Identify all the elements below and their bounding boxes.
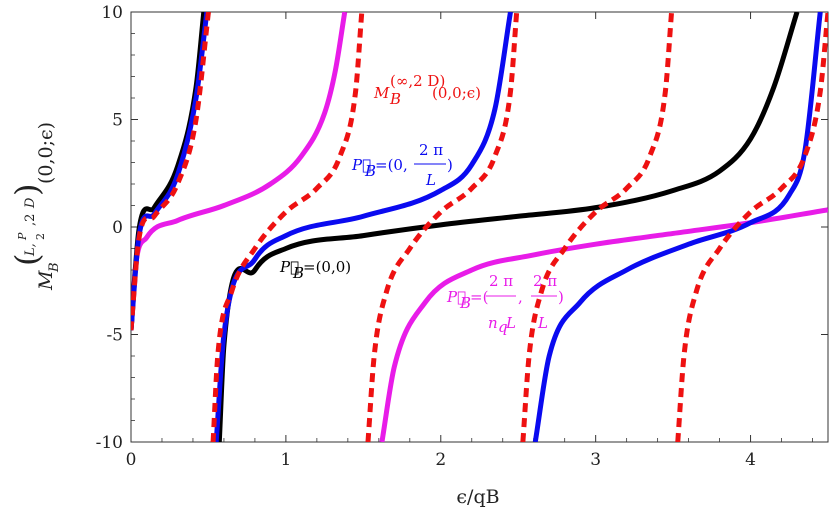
series-3-branch-4 (675, 12, 828, 442)
series-3-branch-0 (131, 12, 211, 331)
y-tick-label: -10 (96, 433, 123, 453)
x-axis-title: ϵ/qB (456, 486, 499, 508)
svg-text:P⃗: P⃗ (279, 258, 299, 276)
series-1-branch-0 (131, 12, 210, 331)
x-tick-label: 3 (590, 450, 601, 470)
svg-text:,2: ,2 (23, 214, 38, 226)
annotation-magenta: P⃗ B =( 2 π n q L , 2 π L ) (446, 272, 564, 336)
svg-text:,: , (518, 288, 523, 306)
y-tick-label: 5 (112, 111, 123, 131)
svg-text:L: L (537, 314, 548, 332)
y-tick-label: 10 (101, 3, 123, 23)
svg-text:2 π: 2 π (533, 272, 557, 290)
svg-text:(0,0;ϵ): (0,0;ϵ) (432, 84, 481, 102)
svg-text:=(0,: =(0, (375, 156, 408, 174)
svg-text:): ) (558, 288, 564, 306)
svg-text:P⃗: P⃗ (446, 288, 466, 306)
svg-text:D: D (23, 197, 38, 209)
annotation-black: P⃗ B =(0,0) (279, 258, 351, 282)
svg-text:B: B (47, 262, 62, 273)
series-2-branch-0 (131, 12, 348, 331)
svg-text:): ) (447, 156, 453, 174)
svg-text:L,: L, (23, 243, 38, 257)
svg-text:(: ( (8, 254, 46, 266)
svg-text:B: B (364, 162, 376, 180)
y-tick-label: -5 (106, 326, 123, 346)
x-tick-label: 0 (126, 450, 137, 470)
svg-text:q: q (498, 318, 508, 336)
svg-text:B: B (459, 294, 471, 312)
x-tick-label: 1 (280, 450, 291, 470)
svg-text:M: M (35, 270, 57, 291)
svg-text:n: n (488, 314, 498, 332)
svg-text:L: L (505, 314, 516, 332)
series-3-branch-1 (210, 12, 365, 442)
svg-text:): ) (8, 184, 46, 196)
axes: 0 1 2 3 4 -10 -5 0 5 10 (96, 3, 829, 470)
svg-text:L: L (425, 171, 436, 189)
series-0-branch-0 (131, 12, 207, 331)
annotation-blue: 2 π L P⃗ B =(0, ) (351, 141, 453, 189)
svg-text:2 π: 2 π (489, 272, 513, 290)
svg-text:=(0,0): =(0,0) (303, 258, 351, 276)
curves (131, 12, 828, 442)
series-2-branch-1 (379, 207, 828, 442)
svg-text:P: P (16, 232, 29, 241)
x-tick-label: 4 (745, 450, 756, 470)
y-axis-title: M B ( L, P 2 ,2 D ) (0,0;ϵ) (8, 122, 62, 291)
svg-text:B: B (292, 264, 304, 282)
svg-text:M: M (373, 84, 390, 102)
svg-text:(∞,2 D): (∞,2 D) (390, 72, 445, 90)
annotation-red: M B (∞,2 D) (0,0;ϵ) (373, 72, 481, 108)
y-tick-label: 0 (112, 218, 123, 238)
svg-text:B: B (389, 90, 401, 108)
x-tick-label: 2 (435, 450, 446, 470)
series-1-branch-1 (213, 12, 513, 442)
svg-text:2 π: 2 π (419, 141, 443, 159)
svg-text:P⃗: P⃗ (351, 156, 371, 174)
svg-text:2: 2 (34, 233, 47, 240)
svg-text:(0,0;ϵ): (0,0;ϵ) (35, 122, 57, 184)
svg-text:=(: =( (470, 288, 488, 306)
